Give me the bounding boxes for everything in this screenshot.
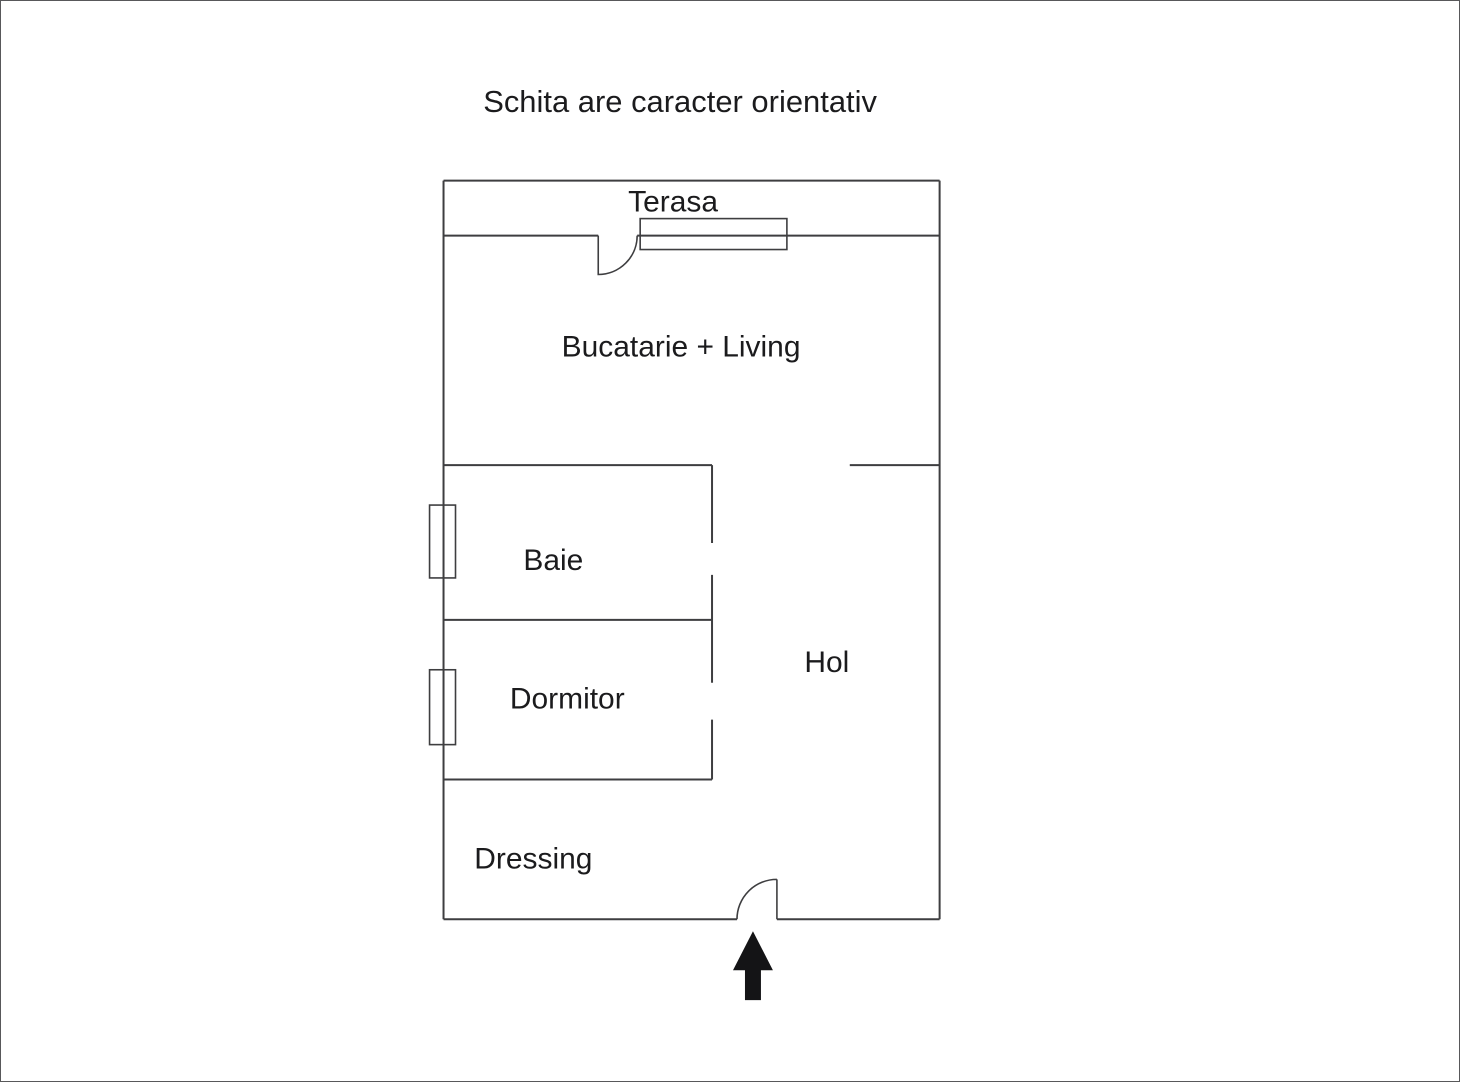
top-window-icon bbox=[639, 217, 788, 251]
room-label-dressing: Dressing bbox=[474, 842, 592, 875]
room-label-dormitor: Dormitor bbox=[510, 683, 625, 716]
room-label-bucatarie-living: Bucatarie + Living bbox=[562, 330, 801, 363]
entrance-arrow-icon bbox=[732, 931, 773, 1001]
baie-window-icon bbox=[428, 504, 457, 579]
dormitor-window-icon bbox=[428, 668, 457, 746]
room-label-terasa: Terasa bbox=[628, 186, 718, 219]
terasa-door-swing bbox=[597, 235, 638, 276]
room-label-baie: Baie bbox=[523, 544, 583, 577]
walls bbox=[442, 179, 941, 921]
entrance-door-swing bbox=[736, 878, 778, 920]
windows bbox=[428, 217, 788, 746]
disclaimer-title: Schita are caracter orientativ bbox=[483, 84, 877, 119]
room-label-hol: Hol bbox=[804, 646, 849, 679]
